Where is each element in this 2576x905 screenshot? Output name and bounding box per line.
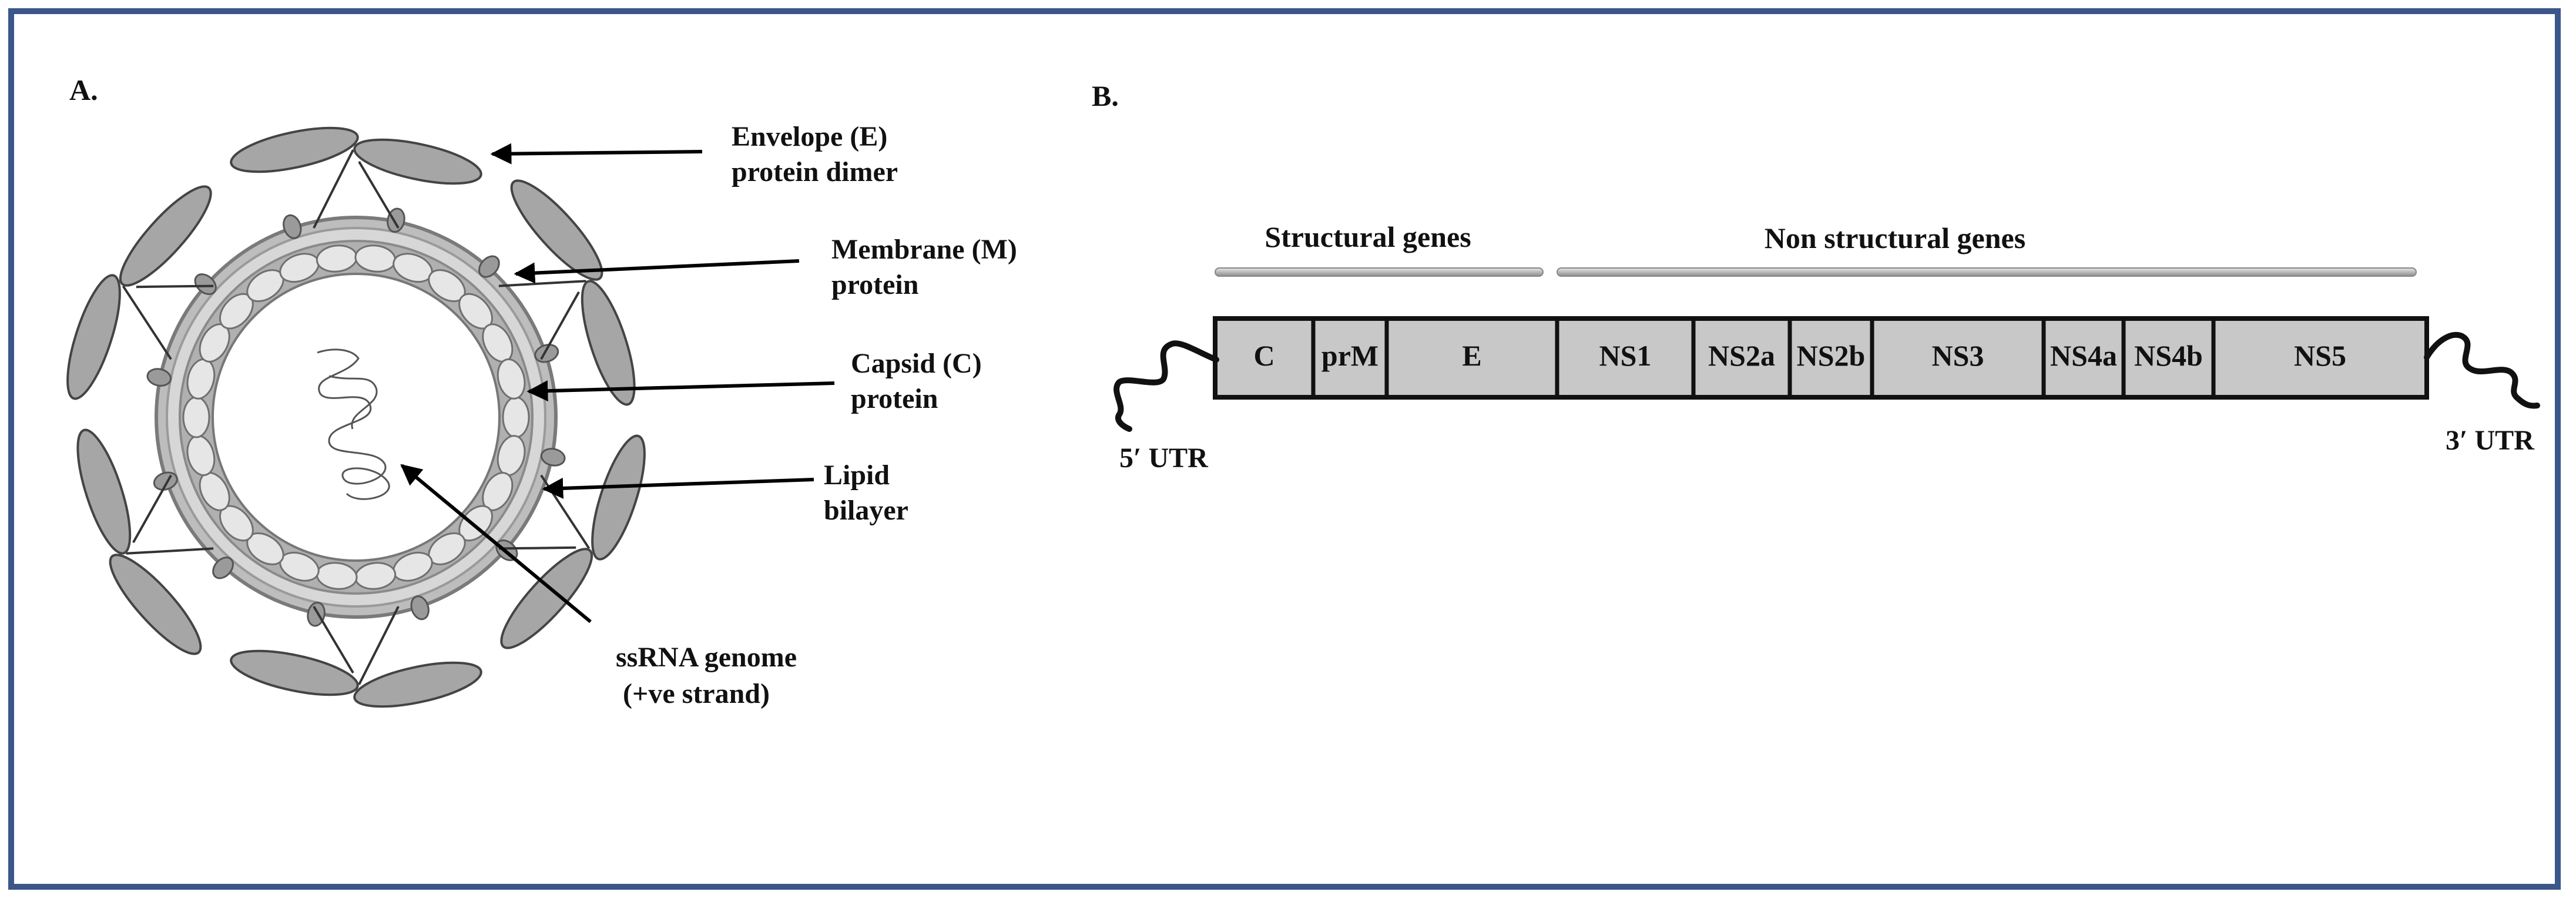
membrane-protein-knob [146,368,172,387]
envelope-dimer [498,179,636,406]
envelope-stalk [358,160,400,229]
virion-diagram [66,126,646,708]
lipid-label-1: Lipid [824,460,890,491]
envelope-dimer [66,185,214,400]
membrane-protein-knob [387,207,405,233]
membrane-protein-knob [194,273,217,295]
envelope-protein-monomer [353,661,482,708]
envelope-dimer [230,605,482,708]
envelope-label-1: Envelope (E) [732,121,887,152]
utr3-label: 3′ UTR [2446,425,2535,456]
membrane-protein-knob [283,214,302,239]
gene-label-ns5: NS5 [2294,339,2346,372]
envelope-dimer [76,428,214,655]
envelope-label-2: protein dimer [732,156,898,187]
gene-label-ns4b: NS4b [2134,339,2203,372]
ssrna-label-1: ssRNA genome [616,642,797,673]
envelope-protein-monomer [119,185,212,287]
envelope-protein-monomer [76,428,132,555]
envelope-dimer [230,126,482,229]
structural-genes-bracket [1215,267,1544,277]
envelope-stalk [498,546,576,550]
envelope-protein-monomer [353,138,482,185]
capsid-arrow [526,380,835,402]
envelope-arrow [490,143,703,165]
gene-label-ns4a: NS4a [2050,339,2117,372]
membrane-protein-knob [307,601,326,627]
envelope-protein-monomer [510,179,603,281]
lipid-label-2: bilayer [824,495,908,526]
gene-label-e: E [1462,339,1481,372]
genome-polyprotein-box [1213,316,2429,400]
membrane-arrow [514,259,800,284]
nonstructural-genes-bracket [1557,267,2417,277]
capsid-label-1: Capsid (C) [851,348,982,379]
envelope-stalk [126,547,214,555]
envelope-stalk [313,605,354,674]
lipid-arrow [542,477,814,499]
ssrna-arrow [400,464,592,624]
structural-genes-label: Structural genes [1264,220,1471,253]
membrane-protein-group [146,207,566,627]
envelope-protein-monomer [66,274,121,400]
capsid-protein-unit [182,396,210,438]
gene-label-c: C [1253,339,1274,372]
virion-core [212,273,501,562]
envelope-protein-group [66,126,646,708]
nonstructural-genes-label: Non structural genes [1765,222,2025,254]
gene-label-ns1: NS1 [1599,339,1652,372]
capsid-protein-ring [182,244,530,590]
gene-label-ns2a: NS2a [1708,339,1775,372]
envelope-stalk [122,285,172,360]
membrane-protein-knob [478,255,500,278]
gene-label-ns3: NS3 [1932,339,1984,372]
panel-b-label: B. [1092,79,1119,112]
envelope-stalk [132,474,172,544]
envelope-protein-monomer [230,649,359,696]
utr5-squiggle-icon [1113,340,1219,432]
envelope-protein-monomer [230,126,359,173]
envelope-stalk [358,606,400,685]
membrane-protein-knob [540,448,566,467]
envelope-stalk [136,284,214,289]
panel-a-label: A. [69,73,98,106]
membrane-label-1: Membrane (M) [831,234,1017,265]
envelope-protein-monomer [591,434,646,561]
ssrna-genome-icon [317,348,390,500]
envelope-protein-monomer [581,280,636,406]
envelope-protein-monomer [109,554,202,655]
gene-label-prm: prM [1321,339,1378,372]
capsid-protein-unit [502,396,530,438]
utr5-label: 5′ UTR [1119,443,1209,474]
capsid-protein-unit [497,358,526,400]
envelope-stalk [498,280,586,287]
membrane-protein-knob [212,557,234,579]
capsid-label-2: protein [851,383,938,414]
envelope-stalk [313,149,354,229]
envelope-protein-monomer [500,548,593,649]
envelope-stalk [540,291,580,360]
ssrna-label-2: (+ve strand) [616,678,770,709]
utr3-squiggle-icon [2424,331,2540,409]
membrane-protein-knob [410,595,430,621]
gene-label-ns2b: NS2b [1797,339,1866,372]
membrane-label-2: protein [831,269,918,300]
